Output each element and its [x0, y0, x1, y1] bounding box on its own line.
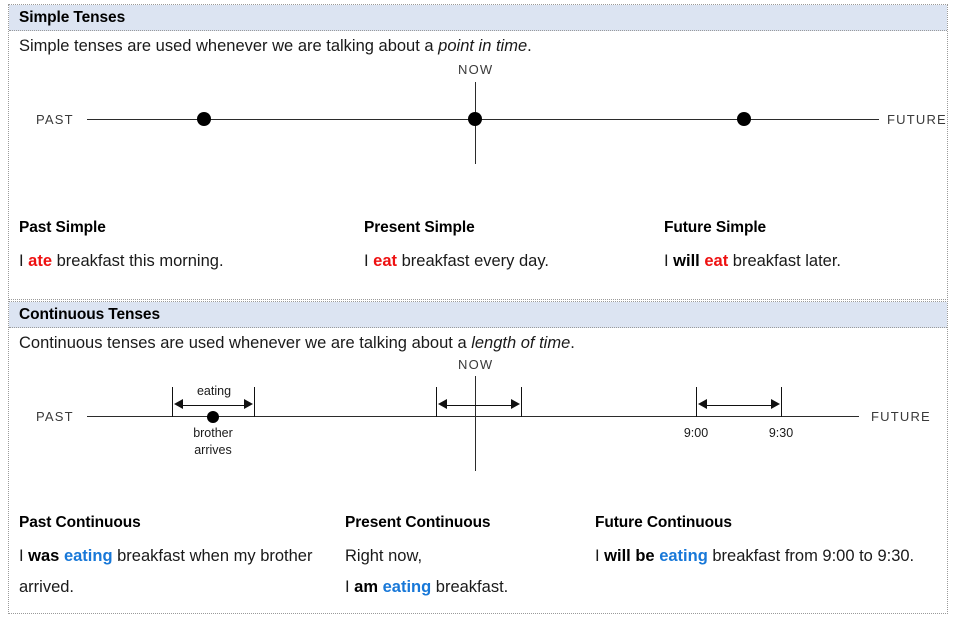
- intro-text-italic: point in time: [438, 37, 528, 55]
- intro-text-after: .: [527, 37, 532, 55]
- section-simple-tenses: Simple Tenses Simple tenses are used whe…: [8, 4, 948, 300]
- now-vertical-line-continuous: [475, 376, 476, 471]
- section-title-simple: Simple Tenses: [19, 8, 126, 26]
- sentence-fragment: breakfast from 9:00 to 9:30.: [707, 547, 915, 565]
- future-label-simple: FUTURE: [887, 112, 947, 127]
- marker-brother-arrives: [207, 411, 219, 423]
- marker-past-point: [197, 112, 211, 126]
- future-span-arrow-line: [705, 405, 772, 406]
- sentence-fragment: breakfast.: [431, 578, 509, 596]
- sentence-fragment: I: [19, 252, 29, 270]
- intro-text-before: Continuous tenses are used whenever we a…: [19, 334, 472, 352]
- marker-now-point: [468, 112, 482, 126]
- example-past-continuous: Past Continuous I was eating breakfast w…: [19, 514, 334, 603]
- future-label-continuous: FUTURE: [871, 409, 931, 424]
- sentence-fragment: eat: [704, 252, 729, 270]
- timeline-simple: NOW PAST FUTURE: [9, 56, 949, 186]
- sentence-fragment: eating: [382, 578, 432, 596]
- example-sentence: Right now, I am eating breakfast.: [345, 541, 645, 603]
- present-span-arrow-line: [445, 405, 512, 406]
- past-label-simple: PAST: [36, 112, 74, 127]
- section-header-simple: Simple Tenses: [9, 5, 947, 31]
- present-span-end-tick: [521, 387, 522, 417]
- sentence-fragment: will: [673, 252, 705, 270]
- example-future-continuous: Future Continuous I will be eating break…: [595, 514, 925, 572]
- past-span-arrow-right: [244, 399, 253, 409]
- future-end-time-label: 9:30: [768, 426, 794, 440]
- sentence-fragment: I: [364, 252, 374, 270]
- sentence-fragment: I: [19, 547, 29, 565]
- future-span-end-tick: [781, 387, 782, 417]
- section-continuous-tenses: Continuous Tenses Continuous tenses are …: [8, 301, 948, 614]
- example-sentence: I will be eating breakfast from 9:00 to …: [595, 541, 925, 572]
- example-heading: Present Continuous: [345, 514, 491, 531]
- sentence-fragment: am: [354, 578, 383, 596]
- example-past-simple: Past Simple I ate breakfast this morning…: [19, 219, 349, 277]
- sentence-fragment: eating: [659, 547, 708, 565]
- intro-text-italic: length of time: [471, 334, 571, 352]
- example-sentence: I ate breakfast this morning.: [19, 246, 349, 277]
- intro-text-before: Simple tenses are used whenever we are t…: [19, 37, 439, 55]
- now-label-continuous: NOW: [458, 357, 494, 372]
- sentence-fragment: ate: [28, 252, 53, 270]
- past-span-start-tick: [172, 387, 173, 417]
- present-span-start-tick: [436, 387, 437, 417]
- timeline-continuous: NOW PAST FUTURE eating brother arrives: [9, 353, 949, 481]
- event-label-line1: brother: [193, 426, 233, 440]
- example-sentence: I eat breakfast every day.: [364, 246, 654, 277]
- future-start-time-label: 9:00: [683, 426, 709, 440]
- time-axis-simple: [87, 119, 879, 120]
- sentence-fragment: breakfast when my brother arrived.: [19, 547, 313, 596]
- sentence-fragment: Right now,: [345, 547, 423, 565]
- span-label-eating: eating: [196, 384, 232, 398]
- sentence-fragment: eating: [63, 547, 113, 565]
- sentence-fragment: I: [664, 252, 674, 270]
- sentence-fragment: I: [595, 547, 605, 565]
- event-label-line2: arrives: [194, 443, 232, 457]
- present-span-arrow-right: [511, 399, 520, 409]
- example-present-continuous: Present Continuous Right now, I am eating…: [345, 514, 645, 603]
- sentence-fragment: will be: [604, 547, 660, 565]
- section-intro-continuous: Continuous tenses are used whenever we a…: [9, 328, 947, 353]
- example-heading: Future Continuous: [595, 514, 732, 531]
- intro-text-after: .: [570, 334, 575, 352]
- example-heading: Past Simple: [19, 219, 106, 236]
- past-span-arrow-line: [181, 405, 245, 406]
- sentence-fragment: eat: [373, 252, 398, 270]
- example-present-simple: Present Simple I eat breakfast every day…: [364, 219, 654, 277]
- sentence-fragment: breakfast later.: [728, 252, 842, 270]
- example-sentence: I was eating breakfast when my brother a…: [19, 541, 334, 603]
- example-heading: Future Simple: [664, 219, 767, 236]
- sentence-fragment: breakfast every day.: [397, 252, 549, 270]
- past-span-end-tick: [254, 387, 255, 417]
- present-span-arrow-left: [438, 399, 447, 409]
- event-label-brother-arrives: brother arrives: [175, 425, 251, 459]
- past-label-continuous: PAST: [36, 409, 74, 424]
- sentence-fragment: I: [345, 578, 355, 596]
- sentence-fragment: breakfast this morning.: [52, 252, 224, 270]
- section-intro-simple: Simple tenses are used whenever we are t…: [9, 31, 947, 56]
- past-span-arrow-left: [174, 399, 183, 409]
- example-sentence: I will eat breakfast later.: [664, 246, 949, 277]
- section-header-continuous: Continuous Tenses: [9, 302, 947, 328]
- marker-future-point: [737, 112, 751, 126]
- example-heading: Past Continuous: [19, 514, 141, 531]
- time-axis-continuous: [87, 416, 859, 417]
- example-future-simple: Future Simple I will eat breakfast later…: [664, 219, 949, 277]
- future-span-arrow-right: [771, 399, 780, 409]
- future-span-start-tick: [696, 387, 697, 417]
- future-span-arrow-left: [698, 399, 707, 409]
- now-label-simple: NOW: [458, 62, 494, 77]
- section-title-continuous: Continuous Tenses: [19, 305, 160, 323]
- sentence-fragment: was: [28, 547, 64, 565]
- example-heading: Present Simple: [364, 219, 475, 236]
